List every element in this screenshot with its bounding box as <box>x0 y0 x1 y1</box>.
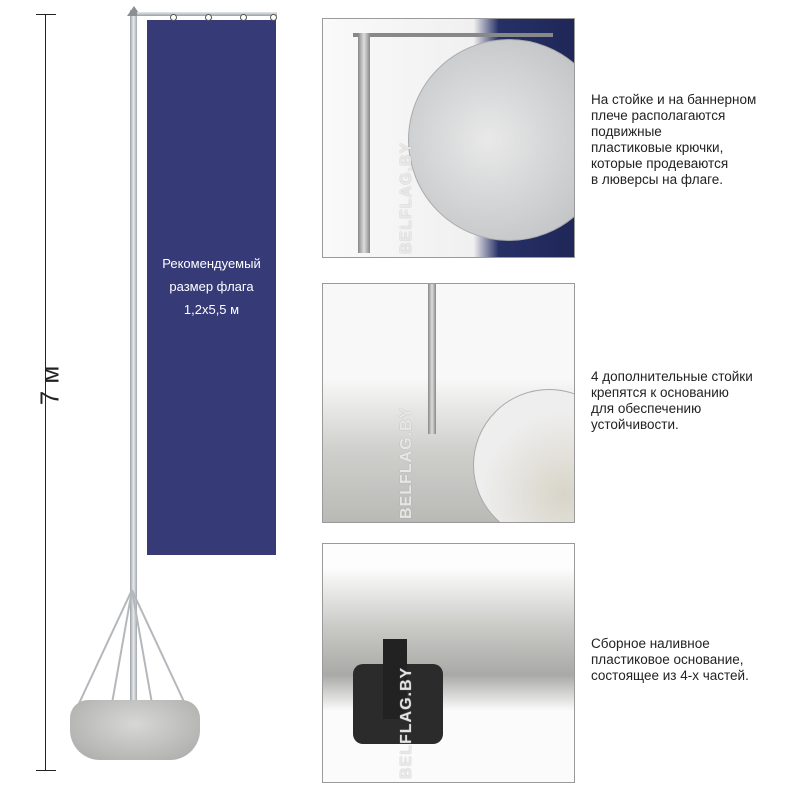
text-line: которые продеваются <box>591 156 729 171</box>
text-line: устойчивости. <box>591 417 679 432</box>
dimension-tick-top <box>36 14 56 15</box>
text-line: плече располагаются <box>591 108 726 123</box>
text-line: Сборное наливное <box>591 636 710 651</box>
text-line: пластиковые крючки, <box>591 140 724 155</box>
flagpole-illustration: 7 м Рекомендуемый размер флага 1,2x5,5 м <box>0 0 300 799</box>
feature-struts-text: 4 дополнительные стойки крепятся к основ… <box>591 369 791 433</box>
pole-cap <box>127 6 141 16</box>
feature-base-text: Сборное наливное пластиковое основание, … <box>591 636 791 684</box>
watermark: BELFLAG.BY <box>398 141 415 254</box>
hook-icon <box>170 14 177 21</box>
pole <box>130 10 137 740</box>
hook-icon <box>270 14 277 21</box>
height-label: 7 м <box>34 365 65 406</box>
arm-photo <box>353 33 553 37</box>
text-line: подвижные <box>591 124 662 139</box>
photo-base: BELFLAG.BY <box>322 543 575 783</box>
support-strut <box>76 589 133 708</box>
text-line: крепятся к основанию <box>591 385 729 400</box>
watermark: BELFLAG.BY <box>398 406 415 519</box>
base-socket-photo <box>383 639 407 719</box>
pole-photo <box>358 33 370 253</box>
photo-hooks: BELFLAG.BY <box>322 18 575 258</box>
hook-closeup <box>408 39 574 241</box>
text-line: На стойке и на баннерном <box>591 92 757 107</box>
dimension-tick-bottom <box>36 770 56 771</box>
hook-icon <box>205 14 212 21</box>
feature-hooks-text: На стойке и на баннерном плече располага… <box>591 92 791 188</box>
flag-size-text: Рекомендуемый размер флага 1,2x5,5 м <box>147 252 276 321</box>
text-line: пластиковое основание, <box>591 652 744 667</box>
text-line: 4 дополнительные стойки <box>591 369 753 384</box>
flag-text-line: размер флага <box>169 279 254 294</box>
flag <box>147 20 276 555</box>
text-line: состоящее из 4-х частей. <box>591 668 749 683</box>
hook-icon <box>240 14 247 21</box>
flag-text-line: Рекомендуемый <box>162 256 261 271</box>
water-base <box>70 700 200 760</box>
strut-closeup <box>473 389 574 522</box>
support-strut <box>131 590 188 709</box>
text-line: в люверсы на флаге. <box>591 172 723 187</box>
flag-text-line: 1,2x5,5 м <box>183 302 240 317</box>
height-dimension-line <box>45 14 46 771</box>
pole-photo <box>428 284 436 434</box>
text-line: для обеспечению <box>591 401 702 416</box>
watermark: BELFLAG.BY <box>398 666 415 779</box>
photo-struts: BELFLAG.BY <box>322 283 575 523</box>
